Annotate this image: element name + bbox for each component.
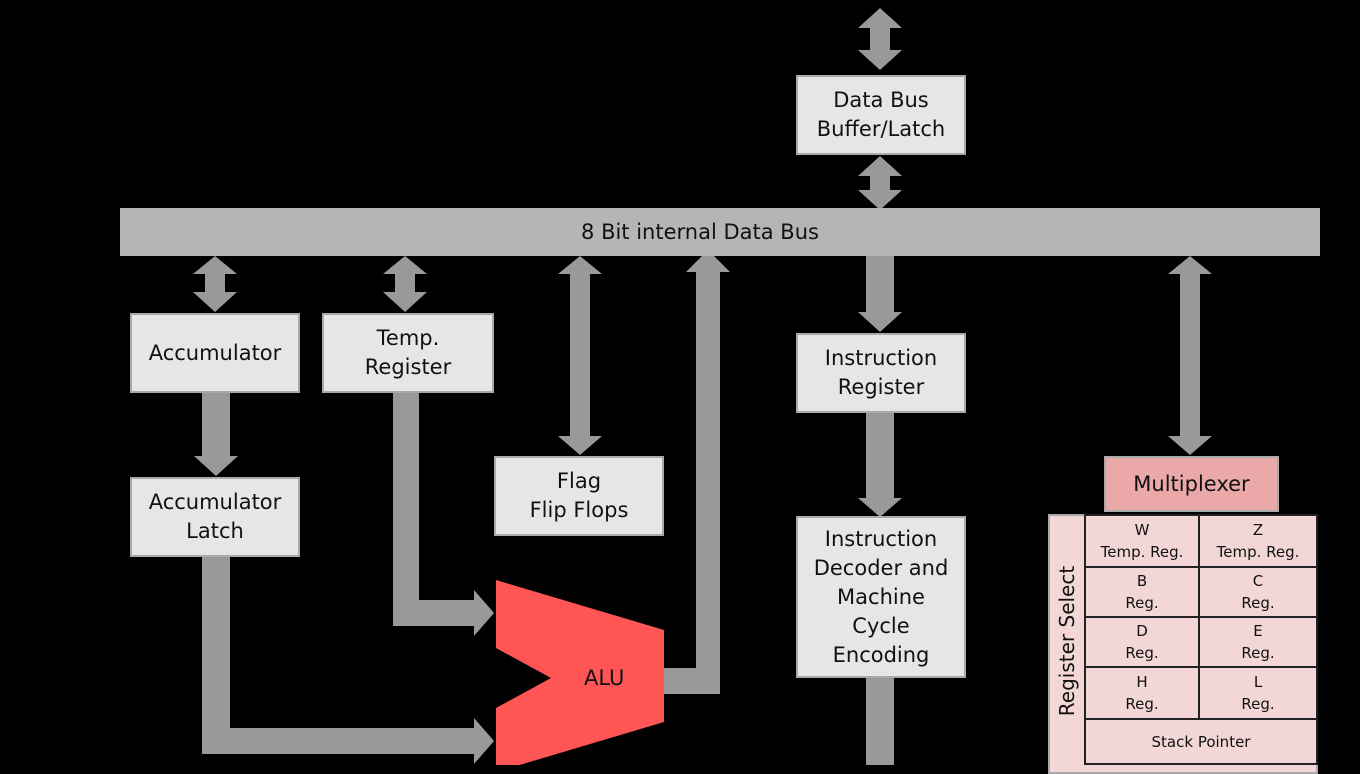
bus-temp-register-arrow	[383, 256, 427, 312]
c-register: C Reg.	[1198, 566, 1318, 618]
accumulator-latch-block: Accumulator Latch	[130, 477, 300, 557]
external-bus-arrow	[858, 8, 902, 70]
z-temp-register: Z Temp. Reg.	[1198, 514, 1318, 568]
accumulator-block: Accumulator	[130, 313, 300, 393]
b-register: B Reg.	[1084, 566, 1200, 618]
flag-flip-flops-block: Flag Flip Flops	[494, 456, 664, 536]
bus-accumulator-arrow	[193, 256, 237, 312]
multiplexer-block: Multiplexer	[1104, 456, 1279, 512]
alu-label: ALU	[584, 666, 625, 690]
register-select-label: Register Select	[1055, 565, 1079, 717]
data-bus-buffer-latch: Data Bus Buffer/Latch	[796, 75, 966, 155]
alu-block	[496, 580, 664, 765]
instruction-decoder-block: Instruction Decoder and Machine Cycle En…	[796, 516, 966, 678]
e-register: E Reg.	[1198, 616, 1318, 668]
w-temp-register: W Temp. Reg.	[1084, 514, 1200, 568]
instruction-register-block: Instruction Register	[796, 333, 966, 413]
stack-pointer-register: Stack Pointer	[1084, 718, 1318, 765]
decoder-output-arrow	[866, 678, 894, 765]
register-select: Register Select	[1050, 516, 1084, 766]
internal-data-bus-label: 8 Bit internal Data Bus	[581, 220, 819, 244]
internal-data-bus: 8 Bit internal Data Bus	[120, 208, 1320, 256]
accumulator-latch-arrow	[194, 392, 238, 476]
h-register: H Reg.	[1084, 666, 1200, 720]
ir-decoder-arrow	[858, 412, 902, 517]
bus-multiplexer-arrow	[1168, 256, 1212, 455]
temp-register-alu-arrow	[393, 392, 494, 636]
l-register: L Reg.	[1198, 666, 1318, 720]
latch-alu-arrow	[202, 557, 494, 764]
alu-bus-arrow	[664, 250, 730, 694]
buffer-bus-arrow	[858, 156, 902, 210]
d-register: D Reg.	[1084, 616, 1200, 668]
temp-register-block: Temp. Register	[322, 313, 494, 393]
bus-instruction-register-arrow	[858, 256, 902, 332]
bus-flags-arrow	[558, 256, 602, 455]
